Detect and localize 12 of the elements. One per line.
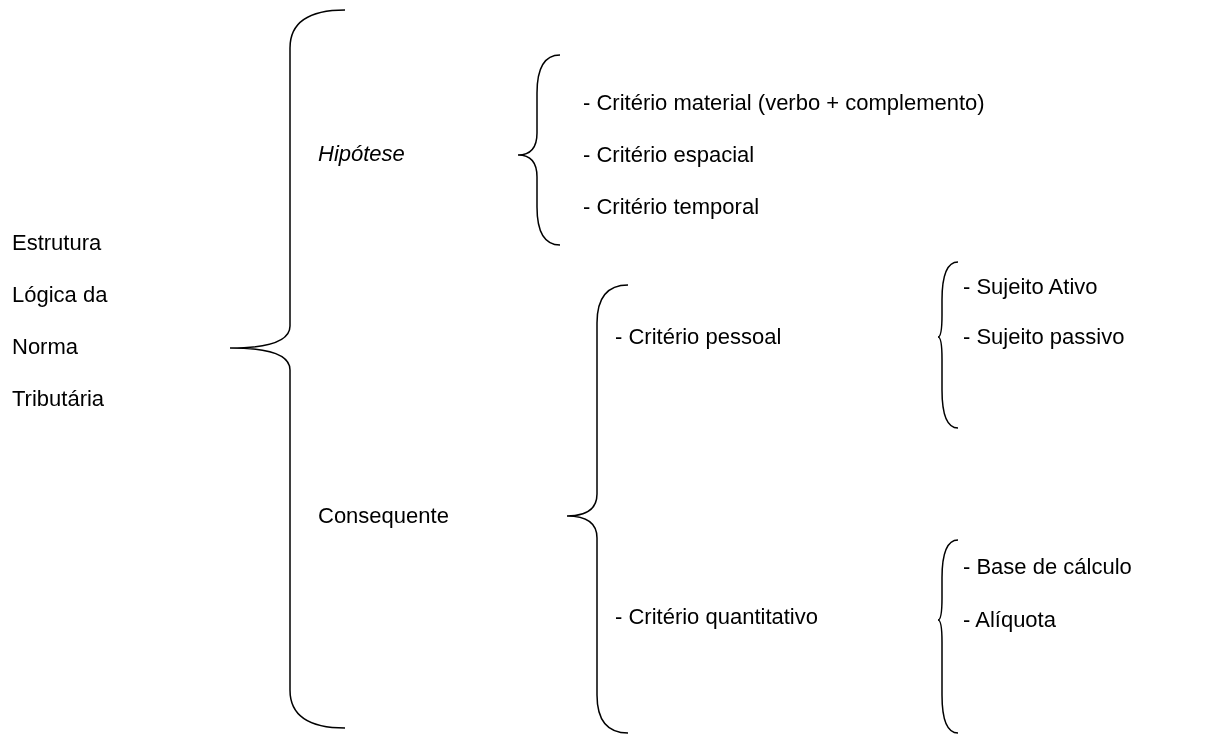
branch-label: Consequente	[318, 503, 449, 529]
branch-label: - Critério material (verbo + complemento)	[583, 90, 985, 116]
branch-label: - Base de cálculo	[963, 554, 1132, 580]
root-label: Estrutura Lógica da Norma Tributária	[12, 229, 109, 413]
branch-label: - Critério quantitativo	[615, 604, 818, 630]
branch-label: - Sujeito Ativo	[963, 274, 1098, 300]
branch-label: - Critério espacial	[583, 142, 755, 168]
branch-label: - Critério temporal	[583, 194, 760, 220]
branch-label: - Alíquota	[963, 607, 1056, 633]
branch-label: - Sujeito passivo	[963, 324, 1125, 350]
branch-label: - Critério pessoal	[615, 324, 782, 350]
branch-label: Hipótese	[318, 141, 405, 167]
